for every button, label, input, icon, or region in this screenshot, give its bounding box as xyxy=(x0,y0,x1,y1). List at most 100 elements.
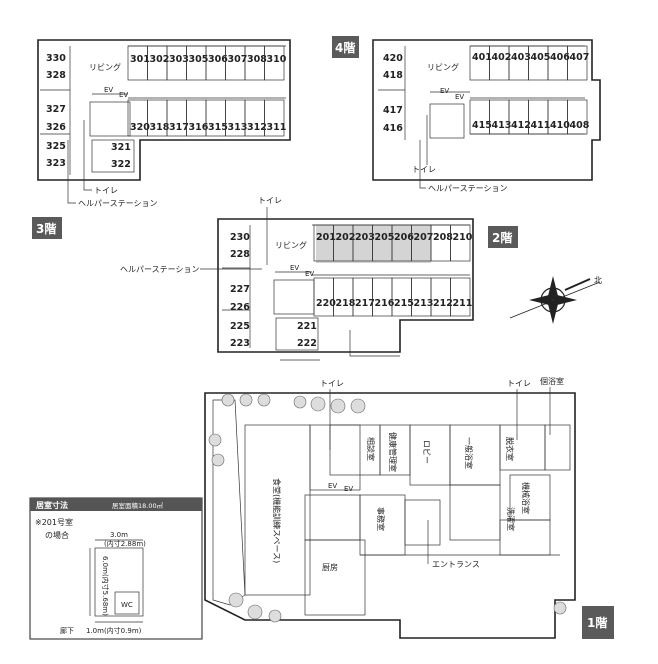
room-407: 407 xyxy=(570,52,590,63)
room-402: 402 xyxy=(492,52,512,63)
f2-toilet-label: トイレ xyxy=(258,196,282,205)
room-222: 222 xyxy=(297,338,317,349)
f4-ev2: EV xyxy=(455,93,464,101)
room-401: 401 xyxy=(472,52,492,63)
floor-2-badge-text: 2階 xyxy=(492,230,512,245)
room-230: 230 xyxy=(230,232,250,243)
room-330: 330 xyxy=(46,53,66,64)
compass: 北 xyxy=(509,276,602,324)
f3-helper-label: ヘルパーステーション xyxy=(78,199,157,208)
f2-living-label: リビング xyxy=(275,240,307,250)
room-size-width-inner: (内寸2.88m) xyxy=(104,539,146,548)
floor-2-badge xyxy=(488,226,518,248)
room-206: 206 xyxy=(394,232,414,243)
room-cell xyxy=(450,277,471,317)
f1-toilet-left-label: トイレ xyxy=(320,379,344,388)
room-cell xyxy=(567,45,588,81)
f4-living-label: リビング xyxy=(427,62,459,72)
room-313: 313 xyxy=(228,122,248,133)
room-307: 307 xyxy=(228,54,248,65)
room-310: 310 xyxy=(267,54,287,65)
room-318: 318 xyxy=(150,122,170,133)
room-size-inset: 居室寸法 居室面積18.00㎡ ※201号室 の場合 3.0m (内寸2.88m… xyxy=(29,497,203,640)
trees-top xyxy=(208,393,567,623)
room-size-width: 3.0m xyxy=(110,531,128,539)
f1-lobby-label: ロビー xyxy=(422,440,431,464)
room-225: 225 xyxy=(230,321,250,332)
f1-machine-bath-label: 機械浴室 xyxy=(521,482,531,514)
room-311: 311 xyxy=(267,122,287,133)
room-cell xyxy=(313,277,334,317)
room-213: 213 xyxy=(414,298,434,309)
room-cell xyxy=(450,224,471,262)
room-208: 208 xyxy=(433,232,453,243)
floor-3-badge xyxy=(32,217,62,239)
room-302: 302 xyxy=(150,54,170,65)
room-403: 403 xyxy=(511,52,531,63)
f1-dressing-label: 脱衣室 xyxy=(505,437,515,461)
room-412: 412 xyxy=(511,120,531,131)
room-cell xyxy=(352,277,373,317)
room-215: 215 xyxy=(394,298,414,309)
room-cell xyxy=(264,99,285,137)
room-221: 221 xyxy=(297,321,317,332)
compass-north: 北 xyxy=(594,276,602,285)
room-227: 227 xyxy=(230,284,250,295)
room-216: 216 xyxy=(375,298,395,309)
f4-ev1: EV xyxy=(440,87,449,95)
f3-ev2: EV xyxy=(119,91,128,99)
room-cell xyxy=(567,99,588,135)
room-326: 326 xyxy=(46,122,66,133)
room-cell xyxy=(264,45,285,81)
room-325: 325 xyxy=(46,141,66,152)
floor-4-badge-text: 4階 xyxy=(335,40,355,55)
f1-health-label: 健康管理室 xyxy=(388,432,398,472)
f3-ev1: EV xyxy=(104,86,113,94)
room-cell xyxy=(430,224,451,262)
room-cell xyxy=(372,277,393,317)
room-228: 228 xyxy=(230,249,250,260)
room-211: 211 xyxy=(453,298,473,309)
f1-dining-label: 食堂(機能訓練スペース) xyxy=(272,478,282,563)
room-220: 220 xyxy=(316,298,336,309)
room-420: 420 xyxy=(383,53,403,64)
room-417: 417 xyxy=(383,105,403,116)
room-size-door: 1.0m(内寸0.9m) xyxy=(86,626,142,635)
floor-1-plan: トイレ トイレ 個浴室 相談室 健康管理室 ロビー 一般浴室 脱衣室 機械浴室 … xyxy=(204,376,576,639)
f4-helper-label: ヘルパーステーション xyxy=(428,184,507,193)
room-405: 405 xyxy=(531,52,551,63)
room-226: 226 xyxy=(230,302,250,313)
floor-3-badge-text: 3階 xyxy=(36,221,56,236)
room-410: 410 xyxy=(550,120,570,131)
room-301: 301 xyxy=(130,54,150,65)
f1-private-bath-label: 個浴室 xyxy=(540,376,564,386)
room-cell xyxy=(411,277,432,317)
f2-ev1: EV xyxy=(290,264,299,272)
room-size-corridor: 廊下 xyxy=(60,626,74,635)
room-size-depth: 6.0m(内寸5.68m) xyxy=(101,556,110,616)
room-218: 218 xyxy=(336,298,356,309)
room-416: 416 xyxy=(383,123,403,134)
room-327: 327 xyxy=(46,104,66,115)
f3-toilet-label: トイレ xyxy=(94,186,118,195)
room-312: 312 xyxy=(247,122,267,133)
room-cell xyxy=(333,277,354,317)
room-cell xyxy=(391,277,412,317)
f1-office-label: 事務室 xyxy=(376,507,386,531)
floor-4-badge xyxy=(332,36,359,58)
room-406: 406 xyxy=(550,52,570,63)
room-328: 328 xyxy=(46,70,66,81)
room-207: 207 xyxy=(414,232,434,243)
f2-helper-label: ヘルパーステーション xyxy=(120,265,199,274)
room-size-case-2: の場合 xyxy=(45,530,69,540)
f1-toilet-right-label: トイレ xyxy=(507,379,531,388)
room-size-wc: WC xyxy=(121,601,133,609)
room-size-area: 居室面積18.00㎡ xyxy=(112,501,164,510)
room-317: 317 xyxy=(169,122,189,133)
room-203: 203 xyxy=(355,232,375,243)
room-321: 321 xyxy=(111,142,131,153)
f1-consult-label: 相談室 xyxy=(366,437,376,461)
